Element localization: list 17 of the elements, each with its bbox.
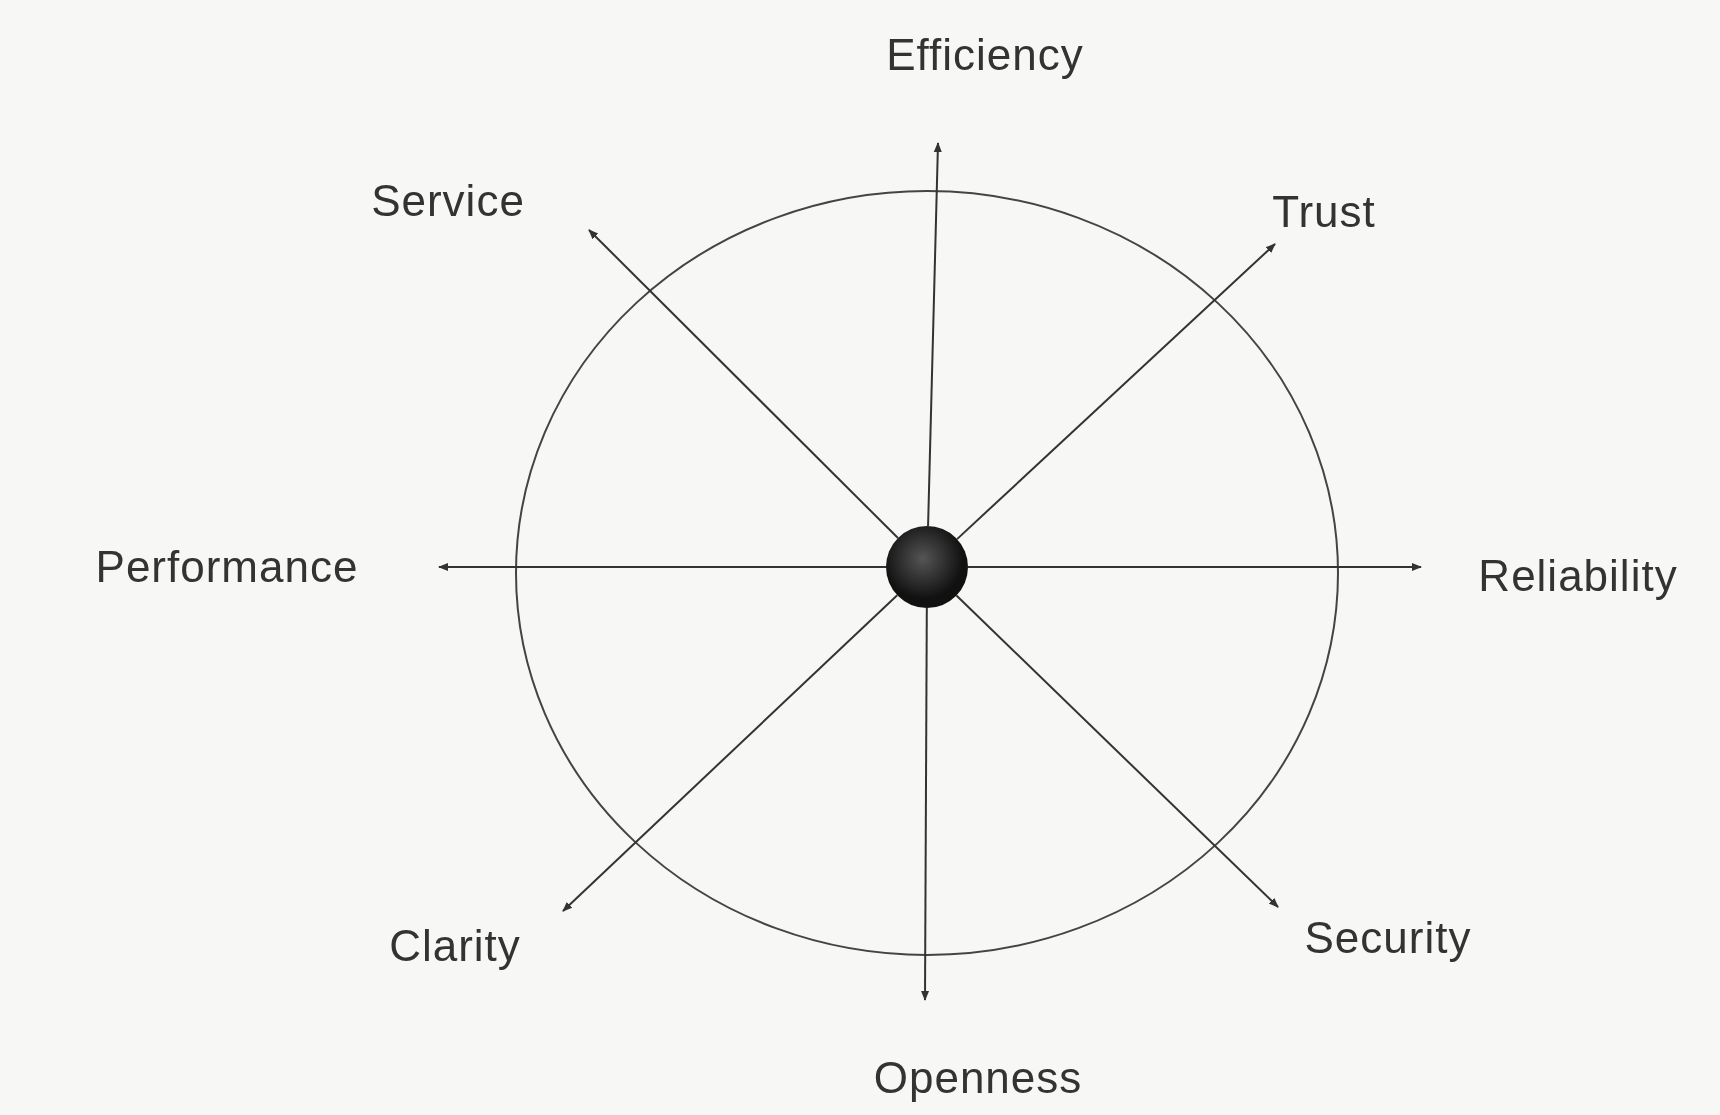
arrow — [927, 142, 942, 527]
arrow — [921, 607, 930, 1001]
axis-label: Security — [1304, 913, 1472, 963]
center-dot — [886, 526, 968, 608]
arrow — [956, 243, 1276, 541]
arrow — [955, 594, 1279, 908]
axis-label: Efficiency — [886, 30, 1084, 80]
arrow — [588, 229, 899, 540]
arrow — [562, 594, 899, 912]
axis-label: Performance — [95, 542, 359, 592]
axis-label: Trust — [1272, 187, 1376, 237]
axis-label: Service — [371, 176, 525, 226]
axis-label: Reliability — [1478, 551, 1678, 601]
arrow — [967, 563, 1422, 571]
arrow — [438, 563, 887, 571]
axis-label: Clarity — [389, 921, 521, 971]
axis-label: Openness — [873, 1053, 1083, 1103]
